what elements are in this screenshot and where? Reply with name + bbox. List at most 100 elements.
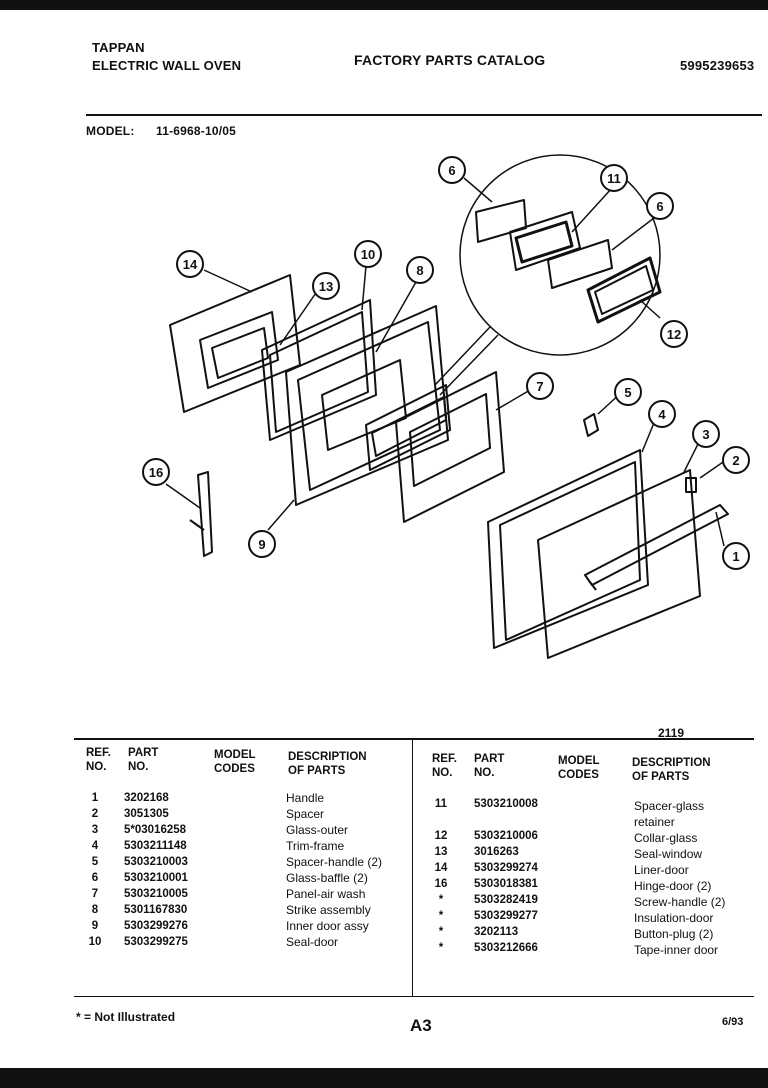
desc-cell: Seal-door bbox=[286, 935, 339, 949]
desc-cell: Collar-glass bbox=[634, 831, 698, 845]
glass-baffle-detail bbox=[475, 199, 527, 243]
exploded-parts-diagram: 6 11 6 14 13 10 8 12 7 5 4 3 2 16 9 1 bbox=[142, 154, 750, 659]
part-cell: 5*03016258 bbox=[124, 824, 187, 836]
callout-13: 13 bbox=[319, 279, 333, 294]
callout-12: 12 bbox=[667, 327, 681, 342]
callout-11: 11 bbox=[607, 171, 621, 186]
catalog-title: FACTORY PARTS CATALOG bbox=[354, 52, 546, 68]
part-cell: 5303282419 bbox=[474, 894, 538, 906]
figure-number: 2119 bbox=[658, 726, 685, 740]
ref-cell: 1 bbox=[91, 792, 99, 804]
desc-cell: Glass-outer bbox=[286, 823, 349, 837]
ref-cell: * bbox=[438, 910, 444, 922]
handle bbox=[584, 504, 729, 586]
desc-cell: Button-plug (2) bbox=[634, 927, 714, 941]
ref-cell: 3 bbox=[91, 824, 99, 836]
header-ref-no-right: REF. NO. bbox=[432, 753, 457, 779]
trim-frame bbox=[487, 449, 649, 649]
ref-cell: 7 bbox=[91, 888, 99, 900]
header-description: DESCRIPTION OF PARTS bbox=[288, 751, 367, 777]
header-description-right: DESCRIPTION OF PARTS bbox=[632, 757, 711, 783]
desc-cell: Strike assembly bbox=[286, 903, 371, 917]
desc-cell: Spacer bbox=[286, 807, 325, 821]
ref-cell: 13 bbox=[434, 846, 448, 858]
part-cell: 5303299275 bbox=[124, 936, 188, 948]
callout-8: 8 bbox=[416, 263, 423, 278]
ref-cell: 14 bbox=[434, 862, 448, 874]
part-cell: 5303210005 bbox=[124, 888, 188, 900]
part-cell: 5303299276 bbox=[124, 920, 188, 932]
inner-door-assy bbox=[285, 305, 449, 506]
part-cell: 3202113 bbox=[474, 926, 519, 938]
desc-cell: Trim-frame bbox=[286, 839, 345, 853]
ref-cell: * bbox=[438, 942, 444, 954]
part-cell: 5301167830 bbox=[124, 904, 188, 916]
callout-5: 5 bbox=[624, 385, 631, 400]
part-cell: 5303210001 bbox=[124, 872, 188, 884]
desc-cell: Tape-inner door bbox=[634, 943, 719, 957]
ref-cell: 4 bbox=[91, 840, 99, 852]
callout-9: 9 bbox=[258, 537, 265, 552]
callout-6a: 6 bbox=[448, 163, 455, 178]
spacer-handle bbox=[583, 413, 599, 437]
glass-outer bbox=[537, 469, 701, 659]
ref-cell: 16 bbox=[434, 878, 448, 890]
desc-cell: Seal-window bbox=[634, 847, 703, 861]
ref-cell: 8 bbox=[91, 904, 99, 916]
seal-window bbox=[261, 299, 377, 441]
header-part-no-right: PART NO. bbox=[474, 753, 505, 779]
callout-6b: 6 bbox=[656, 199, 663, 214]
desc-cell: Glass-baffle (2) bbox=[286, 871, 368, 885]
top-edge-bar bbox=[0, 0, 768, 10]
callout-1: 1 bbox=[732, 549, 739, 564]
ref-cell: 10 bbox=[88, 936, 102, 948]
header-model-codes-right: MODEL CODES bbox=[558, 755, 600, 781]
desc-cell: Screw-handle (2) bbox=[634, 895, 726, 909]
catalog-date: 6/93 bbox=[722, 1016, 744, 1028]
collar-glass-detail bbox=[586, 256, 662, 324]
detail-circle bbox=[459, 154, 661, 356]
desc-cell: Spacer-handle (2) bbox=[286, 855, 383, 869]
table-bottom-rule bbox=[74, 996, 754, 997]
table-top-rule bbox=[74, 738, 754, 740]
ref-cell: * bbox=[438, 926, 444, 938]
header-part-no: PART NO. bbox=[128, 747, 159, 773]
part-cell: 5303212666 bbox=[474, 942, 538, 954]
catalog-number: 5995239653 bbox=[680, 58, 755, 73]
header-rule bbox=[86, 114, 762, 116]
part-cell: 5303210008 bbox=[474, 798, 538, 810]
spacer-glass-retainer-detail bbox=[509, 211, 581, 271]
ref-cell: 9 bbox=[91, 920, 99, 932]
ref-cell: 12 bbox=[434, 830, 448, 842]
product-name: ELECTRIC WALL OVEN bbox=[92, 58, 242, 73]
desc-cell: Handle bbox=[286, 791, 325, 805]
callout-4: 4 bbox=[658, 407, 666, 422]
desc-cell: Hinge-door (2) bbox=[634, 879, 712, 893]
callout-16: 16 bbox=[149, 465, 163, 480]
ref-cell: * bbox=[438, 894, 444, 906]
not-illustrated-note: * = Not Illustrated bbox=[76, 1010, 176, 1024]
part-cell: 5303210006 bbox=[474, 830, 538, 842]
table-divider bbox=[412, 740, 413, 996]
desc-cell: Inner door assy bbox=[286, 919, 369, 933]
model-label: MODEL: bbox=[86, 124, 135, 138]
part-cell: 5303018381 bbox=[474, 878, 538, 890]
part-cell: 5303299274 bbox=[474, 862, 538, 874]
brand-name: TAPPAN bbox=[92, 40, 145, 55]
callout-2: 2 bbox=[732, 453, 739, 468]
page-number: A3 bbox=[410, 1016, 432, 1035]
callout-10: 10 bbox=[361, 247, 375, 262]
ref-cell: 6 bbox=[91, 872, 99, 884]
desc-cell: Liner-door bbox=[634, 863, 689, 877]
desc-cell: Spacer-glass retainer bbox=[634, 799, 705, 829]
callout-14: 14 bbox=[183, 257, 198, 272]
desc-cell: Panel-air wash bbox=[286, 887, 366, 901]
header-ref-no: REF. NO. bbox=[86, 747, 111, 773]
bottom-edge-bar bbox=[0, 1068, 768, 1088]
part-cell: 5303210003 bbox=[124, 856, 188, 868]
panel-air-wash bbox=[395, 371, 505, 523]
part-cell: 3016263 bbox=[474, 846, 519, 858]
spacer bbox=[685, 477, 697, 493]
desc-cell: Insulation-door bbox=[634, 911, 714, 925]
model-number: 11-6968-10/05 bbox=[156, 124, 237, 138]
